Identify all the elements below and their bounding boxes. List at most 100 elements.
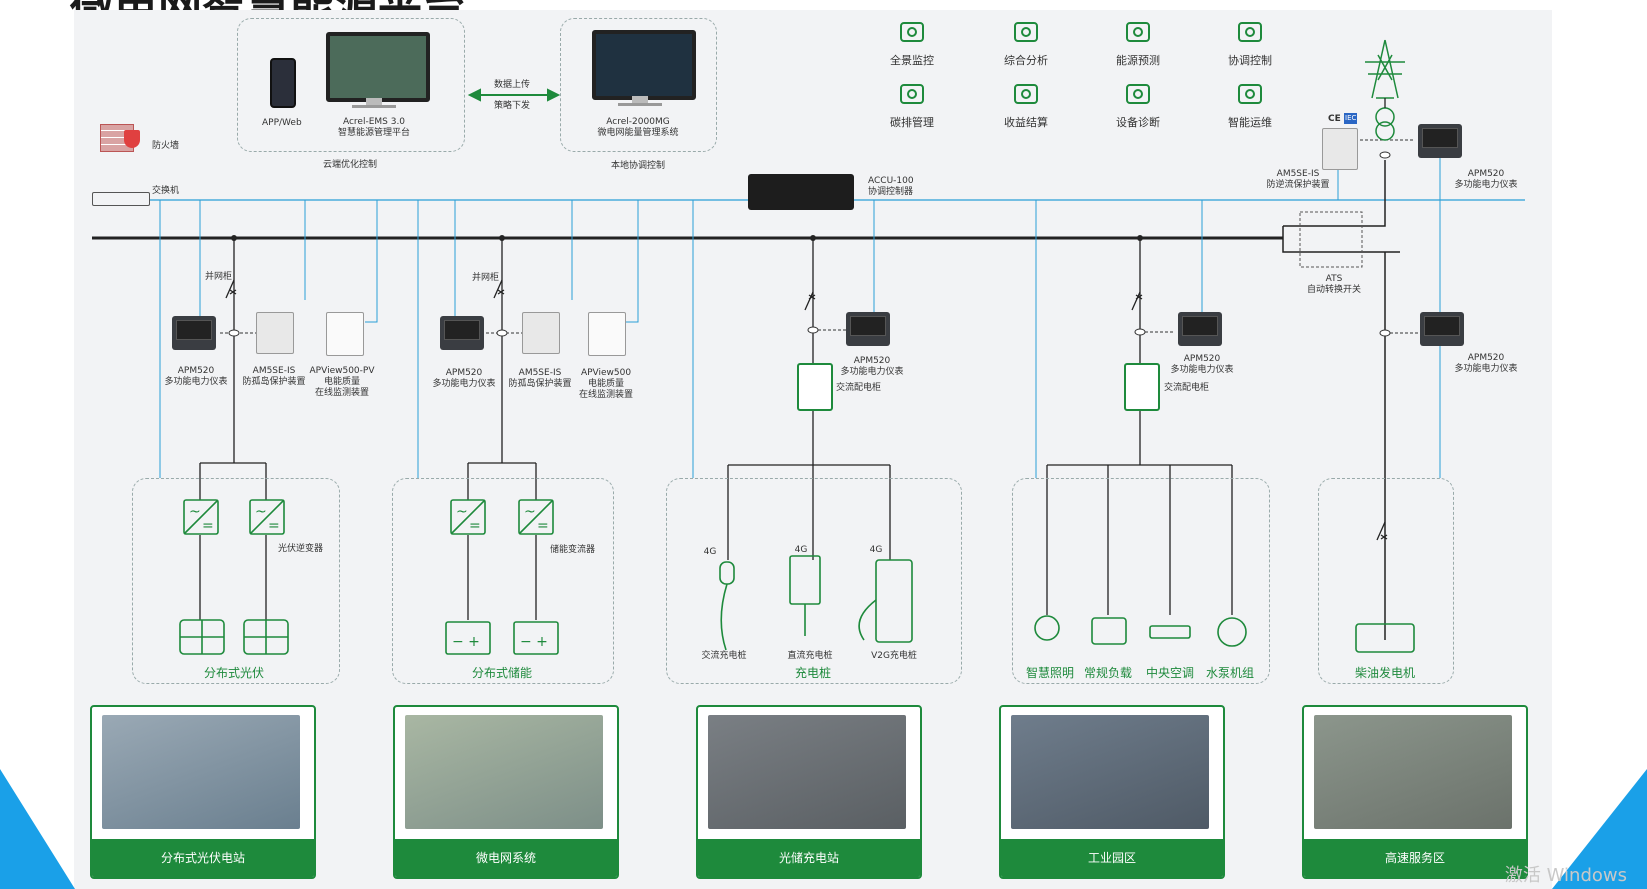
svg-text:~: ~ — [456, 504, 468, 520]
apm3-label-a: APM520 — [853, 356, 891, 366]
ac-label: 中央空调 — [1145, 666, 1195, 680]
apm520-meter-3 — [846, 312, 890, 346]
pv-group — [132, 478, 340, 684]
firewall-label: 防火墙 — [152, 141, 180, 151]
apv2-label-a: APView500 — [580, 368, 632, 378]
svg-text:=: = — [537, 518, 549, 534]
apview-device-2 — [588, 312, 626, 356]
apm4-label-b: 多功能电力仪表 — [1170, 365, 1234, 375]
feature-2: 能源预测 — [1098, 18, 1178, 68]
feature-1: 综合分析 — [986, 18, 1066, 68]
mg-label-1: Acrel-2000MG — [606, 117, 670, 127]
diesel-label: 柴油发电机 — [1354, 666, 1416, 680]
bwg-label-2: 并网柜 — [472, 273, 500, 283]
pv-inverter-label: 光伏逆变器 — [278, 544, 324, 554]
pv-inverter-icon — [249, 499, 285, 535]
monitor-icon — [900, 22, 924, 42]
feature-6: 设备诊断 — [1098, 80, 1178, 130]
carbon-icon — [900, 84, 924, 104]
am1-label-a: AM5SE-IS — [252, 366, 296, 376]
mg-label-2: 微电网能量管理系统 — [597, 128, 679, 138]
ats-label-1: ATS — [1325, 274, 1343, 284]
feature-label: 协调控制 — [1228, 54, 1272, 67]
scene-caption: 微电网系统 — [395, 839, 617, 877]
scene-photo — [708, 715, 906, 829]
pcs-label: 储能变流器 — [550, 545, 596, 555]
scene-caption: 工业园区 — [1001, 839, 1223, 877]
apv1-label-b: 电能质量 — [323, 377, 361, 387]
feature-5: 收益结算 — [986, 80, 1066, 130]
decor-left — [0, 769, 75, 889]
ac-cabinet-4 — [1124, 363, 1160, 411]
local-label: 本地协调控制 — [610, 161, 666, 171]
scene-photo — [102, 715, 300, 829]
ess-group — [392, 478, 614, 684]
apm5-label-a: APM520 — [1467, 169, 1505, 179]
apm520-meter-4 — [1178, 312, 1222, 346]
pv-inverter-icon — [183, 499, 219, 535]
apv1-label-c: 在线监测装置 — [314, 388, 370, 398]
feature-4: 碳排管理 — [872, 80, 952, 130]
pump-label: 水泵机组 — [1205, 666, 1255, 680]
alarm-icon — [1238, 22, 1262, 42]
am1-label-b: 防孤岛保护装置 — [242, 377, 306, 387]
apm5-label-b: 多功能电力仪表 — [1454, 180, 1518, 190]
diesel-group — [1318, 478, 1454, 684]
scene-card-3: 工业园区 — [999, 705, 1225, 879]
am2-label-b: 防孤岛保护装置 — [508, 379, 572, 389]
scene-photo — [1314, 715, 1512, 829]
local-box — [560, 18, 717, 152]
v2g-pile-label: V2G充电桩 — [871, 651, 917, 661]
svg-text:~: ~ — [189, 504, 201, 520]
am5-label-a: AM5SE-IS — [1276, 169, 1320, 179]
pcs-icon — [450, 499, 486, 535]
scene-caption: 分布式光伏电站 — [92, 839, 314, 877]
scene-card-4: 高速服务区 — [1302, 705, 1528, 879]
accu-label-1: ACCU-100 — [868, 176, 914, 186]
light-label: 智慧照明 — [1025, 666, 1075, 680]
am5se-device-2 — [522, 312, 560, 354]
scene-caption: 光储充电站 — [698, 839, 920, 877]
v2g-pile-icon — [875, 559, 913, 643]
dc-pile-icon — [789, 555, 821, 605]
apv1-label-a: APView500-PV — [309, 366, 375, 376]
diesel-generator-icon — [1355, 623, 1415, 653]
forecast-icon — [1126, 22, 1150, 42]
load-group — [1012, 478, 1270, 684]
dc-pile-label: 直流充电桩 — [787, 651, 833, 661]
pv-group-label: 分布式光伏 — [203, 666, 265, 680]
ac3-label: 交流配电柜 — [836, 383, 882, 393]
apview-device-1 — [326, 312, 364, 356]
cloud-box — [237, 18, 465, 152]
apm6-label-b: 多功能电力仪表 — [1454, 364, 1518, 374]
svg-text:=: = — [202, 518, 214, 534]
ac-pile-label: 交流充电桩 — [701, 651, 747, 661]
feature-7: 智能运维 — [1210, 80, 1290, 130]
pump-icon — [1217, 617, 1247, 647]
apm1-label-b: 多功能电力仪表 — [164, 377, 228, 387]
feature-label: 碳排管理 — [890, 116, 934, 129]
lightbulb-icon — [1034, 615, 1060, 641]
diagnosis-icon — [1126, 84, 1150, 104]
switch-icon — [92, 192, 150, 206]
svg-text:− +: − + — [452, 634, 480, 650]
feature-label: 设备诊断 — [1116, 116, 1160, 129]
motor-icon — [1091, 617, 1127, 645]
feature-3: 协调控制 — [1210, 18, 1290, 68]
apm4-label-a: APM520 — [1183, 354, 1221, 364]
am2-label-a: AM5SE-IS — [518, 368, 562, 378]
ats-label-2: 自动转换开关 — [1306, 285, 1362, 295]
load-label: 常规负载 — [1083, 666, 1133, 680]
feature-label: 能源预测 — [1116, 54, 1160, 67]
svg-text:− +: − + — [520, 634, 548, 650]
money-icon — [1014, 84, 1038, 104]
apv2-label-b: 电能质量 — [587, 379, 625, 389]
am5se-device-1 — [256, 312, 294, 354]
svg-text:~: ~ — [255, 504, 267, 520]
ce-mark: CE — [1328, 114, 1341, 124]
phone-device — [270, 58, 296, 108]
apm520-meter-1 — [172, 316, 216, 350]
scene-card-0: 分布式光伏电站 — [90, 705, 316, 879]
